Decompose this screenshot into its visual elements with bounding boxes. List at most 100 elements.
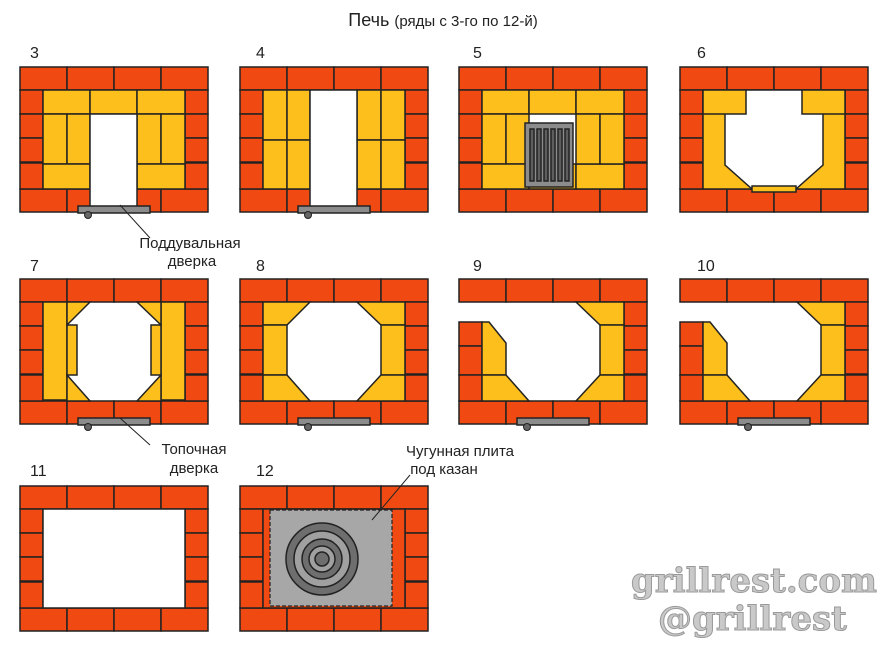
red-brick	[19, 188, 68, 213]
red-brick	[184, 137, 209, 163]
red-brick	[404, 325, 429, 351]
red-brick	[19, 89, 44, 115]
door-knob	[84, 211, 92, 219]
red-brick	[184, 162, 209, 190]
red-brick	[404, 374, 429, 402]
red-brick	[239, 485, 288, 510]
grate-slot	[557, 128, 563, 182]
fire-brick	[356, 89, 382, 141]
red-brick	[286, 66, 335, 91]
red-brick	[160, 66, 209, 91]
red-brick	[184, 556, 209, 582]
fire-brick	[380, 89, 406, 141]
red-brick	[66, 278, 115, 303]
red-brick	[404, 162, 429, 190]
red-brick	[160, 188, 209, 213]
fire-brick	[481, 163, 530, 190]
row-label-3: 3	[30, 45, 39, 62]
red-brick	[184, 113, 209, 139]
red-brick	[404, 301, 429, 327]
fire-brick	[702, 89, 747, 115]
fire-brick	[355, 374, 406, 402]
fire-brick	[89, 89, 138, 115]
red-brick	[623, 89, 648, 115]
red-brick	[19, 113, 44, 139]
fire-brick	[820, 324, 846, 376]
red-brick	[239, 607, 288, 632]
fire-brick	[42, 89, 91, 115]
red-brick	[844, 374, 869, 402]
door-knob	[523, 423, 531, 431]
fire-brick	[286, 139, 311, 190]
red-brick	[844, 113, 869, 139]
red-brick	[773, 278, 822, 303]
red-brick	[820, 188, 869, 213]
fire-brick	[160, 113, 186, 165]
red-brick	[458, 188, 507, 213]
row-label-11: 11	[30, 463, 47, 480]
red-brick	[239, 278, 288, 303]
fire-brick	[481, 374, 531, 402]
fire-brick	[575, 113, 601, 165]
fire-brick	[481, 321, 507, 376]
red-brick	[239, 301, 264, 327]
red-brick	[113, 485, 162, 510]
red-brick	[726, 66, 775, 91]
red-brick	[599, 278, 648, 303]
row-label-10: 10	[697, 258, 715, 275]
ash-door-leader	[119, 204, 151, 239]
fire-door-label-1: Топочная	[161, 441, 226, 458]
red-brick	[380, 400, 429, 425]
fire-brick	[574, 301, 625, 326]
red-brick	[333, 607, 382, 632]
fire-brick	[42, 113, 68, 165]
fire-brick	[599, 324, 625, 376]
red-brick	[19, 137, 44, 163]
fire-brick	[380, 139, 406, 190]
red-brick	[552, 66, 601, 91]
red-brick	[679, 345, 704, 376]
red-brick	[552, 188, 601, 213]
red-brick	[844, 89, 869, 115]
red-brick	[679, 188, 728, 213]
red-brick	[404, 349, 429, 375]
red-brick	[19, 485, 68, 510]
fire-brick	[481, 113, 507, 165]
red-brick	[286, 607, 335, 632]
red-brick	[19, 162, 44, 190]
fire-brick	[135, 373, 162, 402]
grate-slot	[550, 128, 556, 182]
plate-ring	[314, 551, 330, 567]
red-brick	[458, 400, 507, 425]
red-brick	[458, 113, 483, 139]
door-plate	[737, 417, 811, 426]
red-brick	[239, 89, 264, 115]
red-brick	[726, 278, 775, 303]
red-brick	[380, 278, 429, 303]
red-brick	[19, 532, 44, 558]
red-brick	[184, 301, 209, 327]
red-brick	[239, 349, 264, 375]
red-brick	[239, 508, 264, 534]
red-brick	[239, 188, 288, 213]
red-brick	[458, 89, 483, 115]
fire-brick	[751, 185, 797, 193]
fire-brick	[575, 89, 625, 115]
fire-door-leader	[119, 417, 151, 446]
fire-brick	[135, 301, 162, 327]
fire-brick	[380, 324, 406, 376]
red-brick	[333, 485, 382, 510]
red-brick	[458, 345, 483, 376]
red-brick	[844, 349, 869, 375]
red-brick	[184, 325, 209, 351]
red-brick	[184, 532, 209, 558]
red-brick	[458, 321, 483, 347]
red-brick	[623, 325, 648, 351]
fire-brick	[66, 301, 92, 327]
cast-plate-leader	[371, 474, 411, 521]
red-brick	[844, 301, 869, 327]
fire-door-label-2: дверка	[170, 460, 219, 477]
fire-brick	[66, 324, 78, 376]
fire-brick	[42, 301, 68, 401]
